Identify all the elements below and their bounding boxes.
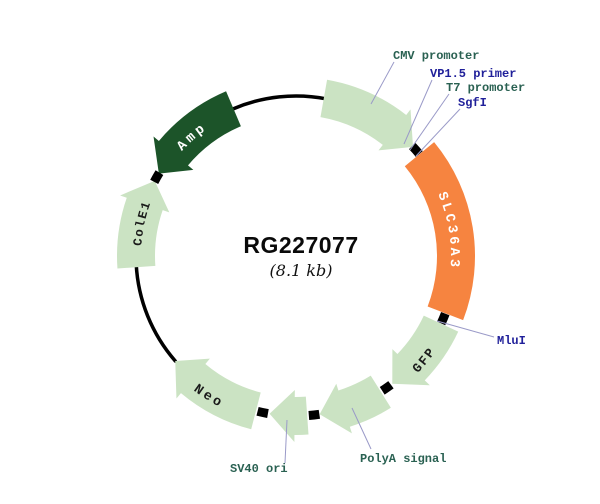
- feature-neo: [175, 358, 261, 430]
- callout-labels: CMV promoter VP1.5 primer T7 promoter Sg…: [230, 49, 526, 476]
- label-sgfi: SgfI: [458, 96, 487, 110]
- backbone-arc-2: [134, 262, 177, 363]
- feature-gfp: [392, 315, 459, 386]
- label-vp15-primer: VP1.5 primer: [430, 67, 516, 81]
- site-tick-5: [256, 406, 269, 418]
- leader-line-cmv-promoter: [370, 61, 395, 105]
- backbone-arc-1: [231, 94, 329, 111]
- site-tick-1: [408, 142, 423, 157]
- plasmid-size: (8.1 kb): [270, 261, 333, 280]
- leader-line-t7-promoter: [409, 93, 450, 151]
- feature-polya-signal: [319, 375, 391, 434]
- label-sv40-ori: SV40 ori: [230, 462, 288, 476]
- leader-line-sv40-ori: [284, 419, 288, 464]
- feature-amp: [153, 91, 241, 174]
- feature-segments: [117, 79, 476, 442]
- leader-line-sgfi: [415, 108, 461, 157]
- feature-cole1: [117, 180, 170, 269]
- leader-lines: [284, 61, 495, 464]
- plasmid-title: RG227077: [243, 232, 358, 258]
- site-tick-4: [308, 409, 321, 420]
- site-tick-6: [150, 170, 164, 184]
- feature-sv40-ori: [269, 389, 309, 442]
- leader-line-mlui: [436, 320, 495, 338]
- leader-line-vp15-primer: [403, 79, 433, 145]
- label-cmv-promoter: CMV promoter: [393, 49, 479, 63]
- label-polya-signal: PolyA signal: [360, 452, 446, 466]
- feature-slc36a3: [404, 142, 476, 321]
- backbone-circle: [134, 94, 329, 363]
- label-t7-promoter: T7 promoter: [446, 81, 525, 95]
- site-tick-3: [379, 381, 394, 395]
- feature-cmv-promoter: [320, 79, 414, 151]
- site-tick-2: [437, 311, 450, 326]
- leader-line-polya-signal: [351, 407, 372, 450]
- plasmid-center-text: RG227077 (8.1 kb): [243, 232, 358, 280]
- label-mlui: MluI: [497, 334, 526, 348]
